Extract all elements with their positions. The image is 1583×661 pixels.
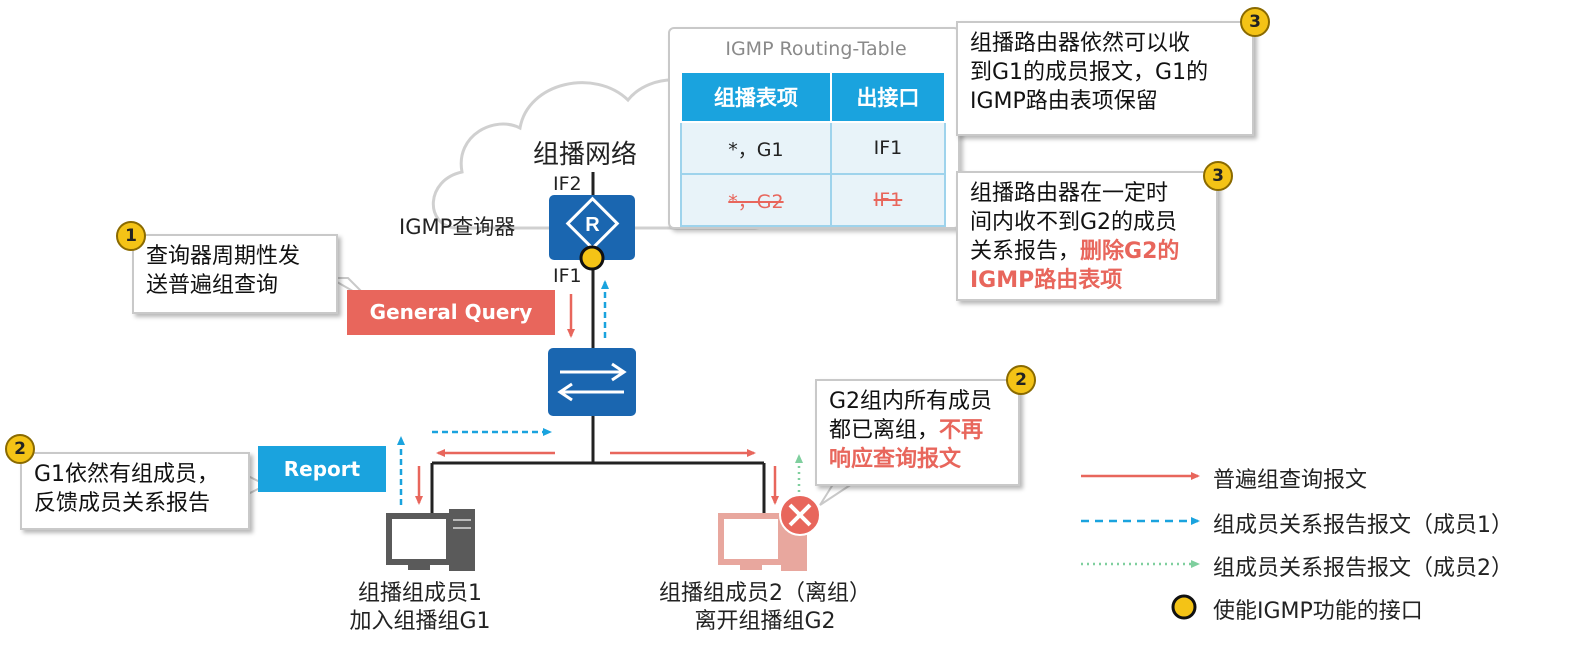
callout-line: 间内收不到G2的成员 [970,210,1178,235]
callout-highlight: IGMP路由表项 [970,268,1123,293]
legend-label-igmp-interface: 使能IGMP功能的接口 [1213,599,1423,624]
member2-line1: 组播组成员2（离组） [659,581,871,606]
callout-line: 关系报告， [970,239,1081,264]
callout-line: 反馈成员关系报告 [34,491,211,516]
table-cell-interface: IF1 [829,121,947,175]
callout-highlight: 不再 [939,418,984,443]
callout-line: G1依然有组成员， [34,462,220,487]
member1-label: 组播组成员1 加入组播组G1 [325,580,515,636]
routing-table: 组播表项 出接口 *，G1 IF1 *，G2 IF1 [680,71,947,227]
host-member1-icon [386,509,475,571]
query-callout: 查询器周期性发 送普遍组查询 [132,234,338,314]
cloud-label: 组播网络 [533,140,638,170]
table-cell-interface: IF1 [829,173,947,227]
callout-line: G2组内所有成员 [829,389,993,414]
member1-line1: 组播组成员1 [358,581,482,606]
g1-keep-callout: 组播路由器依然可以收 到G1的成员报文，G1的 IGMP路由表项保留 [956,21,1254,136]
general-query-label: General Query [347,290,555,335]
igmp-interface-dot-icon [579,245,605,271]
legend-label-query: 普遍组查询报文 [1213,468,1368,493]
router-name: IGMP查询器 [399,215,516,239]
callout-line: 组播路由器依然可以收 [970,31,1191,56]
yellow-dot-icon [1171,594,1197,620]
table-header-row: 组播表项 出接口 [680,71,947,123]
callout-line: 查询器周期性发 [146,244,301,269]
step-badge: 3 [1203,161,1233,191]
table-cell-entry: *，G2 [680,173,832,227]
routing-table-panel: IGMP Routing-Table 组播表项 出接口 *，G1 IF1 *，G… [668,27,960,229]
legend-label-report-member1: 组成员关系报告报文（成员1） [1213,513,1513,538]
routing-table-title: IGMP Routing-Table [725,38,907,60]
callout-line: 到G1的成员报文，G1的 [970,60,1209,85]
callout-line: IGMP路由表项保留 [970,89,1158,114]
callout-highlight: 响应查询报文 [829,447,962,472]
g2-delete-callout: 组播路由器在一定时 间内收不到G2的成员 关系报告，删除G2的 IGMP路由表项 [956,171,1218,301]
callout-line: 组播路由器在一定时 [970,181,1169,206]
svg-text:R: R [585,214,600,236]
host-member2-icon [718,509,807,571]
step-badge: 2 [5,434,35,464]
step-badge: 1 [116,221,146,251]
table-cell-entry: *，G1 [680,121,832,175]
column-header-interface: 出接口 [829,71,947,123]
member2-label: 组播组成员2（离组） 离开组播组G2 [640,580,890,636]
if2-label: IF2 [553,173,582,195]
member2-line2: 离开组播组G2 [694,609,836,634]
step-badge: 2 [1006,365,1036,395]
switch-icon [548,348,636,416]
table-row-deleted: *，G2 IF1 [680,173,947,227]
router-icon: R [549,195,635,260]
callout-line: 送普遍组查询 [146,273,279,298]
callout-line: 都已离组， [829,418,940,443]
report-label: Report [258,446,386,492]
left-group-x-icon [779,494,821,536]
step-badge: 3 [1240,7,1270,37]
member1-line2: 加入组播组G1 [349,609,491,634]
g2-leave-callout: G2组内所有成员 都已离组，不再 响应查询报文 [815,379,1020,486]
callout-highlight: 删除G2的 [1080,239,1180,264]
g1-report-callout: G1依然有组成员， 反馈成员关系报告 [20,452,250,530]
if1-label: IF1 [553,265,582,287]
table-row: *，G1 IF1 [680,121,947,175]
column-header-entry: 组播表项 [680,71,832,123]
legend-label-report-member2: 组成员关系报告报文（成员2） [1213,556,1513,581]
